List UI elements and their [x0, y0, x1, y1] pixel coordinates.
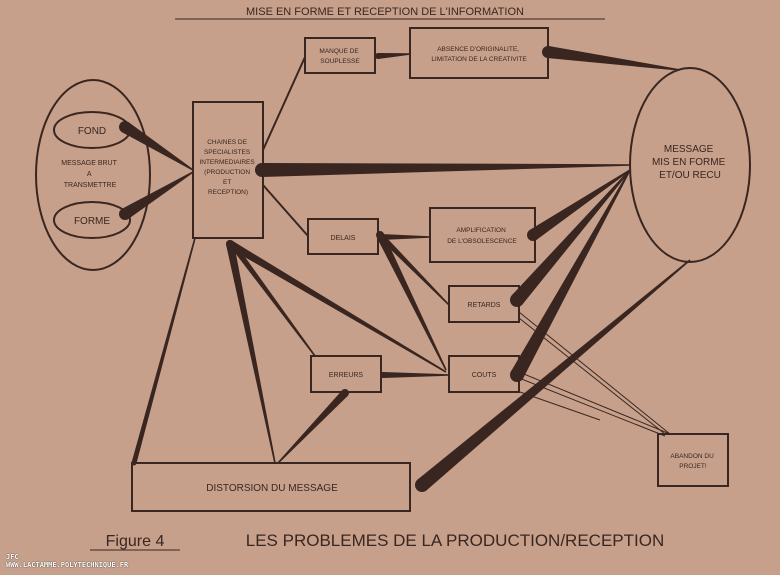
absence-box [409, 27, 549, 79]
edge-couts-abandon-2 [518, 377, 666, 437]
edge-distorsion-chaines [131, 237, 196, 464]
amplification-label: AMPLIFICATION DE L'OBSOLESCENCE [447, 227, 517, 245]
edge-distorsion-message-head [415, 478, 429, 492]
edge-chaines-manque [262, 56, 306, 151]
abandon-box [657, 433, 729, 487]
edge-chaines-distorsion-head [226, 240, 234, 248]
message-ellipse [629, 67, 751, 263]
edge-chaines-couts [227, 240, 447, 373]
edge-manque-absence-head [375, 53, 381, 59]
edge-absence-message [547, 46, 681, 71]
forme-ellipse [53, 201, 131, 239]
retards-label: RETARDS [468, 302, 501, 309]
edge-erreurs-distorsion [277, 390, 348, 464]
edge-couts-abandon-1 [518, 371, 671, 435]
message-brut-label: MESSAGE BRUT A TRANSMETTRE [61, 160, 118, 189]
couts-label: COUTS [472, 372, 497, 379]
watermark: JFC WWW.LACTAMME.POLYTECHNIQUE.FR [6, 553, 128, 569]
edge-distorsion-message [417, 259, 691, 491]
couts-box [448, 355, 520, 393]
edge-forme-chaines-head [119, 208, 131, 220]
edge-manque-absence [377, 53, 411, 59]
edge-chaines-erreurs [229, 242, 316, 357]
edge-delais-couts [376, 233, 447, 371]
edge-retards-message-head [510, 293, 524, 307]
edge-amplification-message-head [527, 229, 539, 241]
edge-delais-retards [377, 232, 450, 306]
distorsion-label: DISTORSION DU MESSAGE [206, 483, 338, 494]
edge-couts-erreurs [383, 372, 449, 378]
message-brut-ellipse [35, 79, 151, 271]
manque-box [304, 37, 376, 74]
delais-label: DELAIS [331, 235, 356, 242]
edge-couts-message [510, 169, 631, 379]
edge-retards-abandon-2 [518, 317, 666, 435]
watermark-line1: JFC [6, 553, 19, 561]
distorsion-box [131, 462, 411, 512]
edge-chaines-distorsion [226, 243, 276, 464]
message-label: MESSAGE MIS EN FORME ET/OU RECU [652, 144, 728, 181]
edge-retards-abandon-1 [518, 311, 671, 435]
edge-chaines-message [261, 163, 631, 177]
edges [119, 46, 691, 492]
abandon-label: ABANDON DU PROJET! [670, 453, 715, 470]
caption-figure-number: Figure 4 [106, 533, 165, 550]
forme-label: FORME [74, 216, 110, 227]
fond-ellipse [53, 111, 131, 149]
edge-couts-message-head [510, 368, 524, 382]
edge-chaines-delais [262, 184, 309, 237]
manque-label: MANQUE DE SOUPLESSE [319, 48, 360, 65]
chaines-box [192, 101, 264, 239]
diagram-title: MISE EN FORME ET RECEPTION DE L'INFORMAT… [246, 6, 524, 18]
edge-fond-chaines [121, 121, 194, 171]
chaines-label: CHAINES DE SPECIALISTES INTERMEDIAIRES (… [199, 139, 256, 196]
erreurs-box [310, 355, 382, 393]
edge-retards-message [511, 169, 631, 305]
edge-delais-amplification [380, 234, 430, 240]
delais-box [307, 218, 379, 255]
edge-forme-chaines [121, 171, 194, 220]
amplification-box [429, 207, 536, 263]
fond-label: FOND [78, 126, 106, 137]
watermark-line2: WWW.LACTAMME.POLYTECHNIQUE.FR [6, 561, 129, 569]
edge-couts-distorsion [519, 391, 601, 421]
caption-title: LES PROBLEMES DE LA PRODUCTION/RECEPTION [246, 531, 664, 550]
edge-amplification-message [529, 169, 631, 240]
erreurs-label: ERREURS [329, 372, 364, 379]
retards-box [448, 285, 520, 323]
absence-label: ABSENCE D'ORIGINALITE, LIMITATION DE LA … [431, 46, 527, 63]
